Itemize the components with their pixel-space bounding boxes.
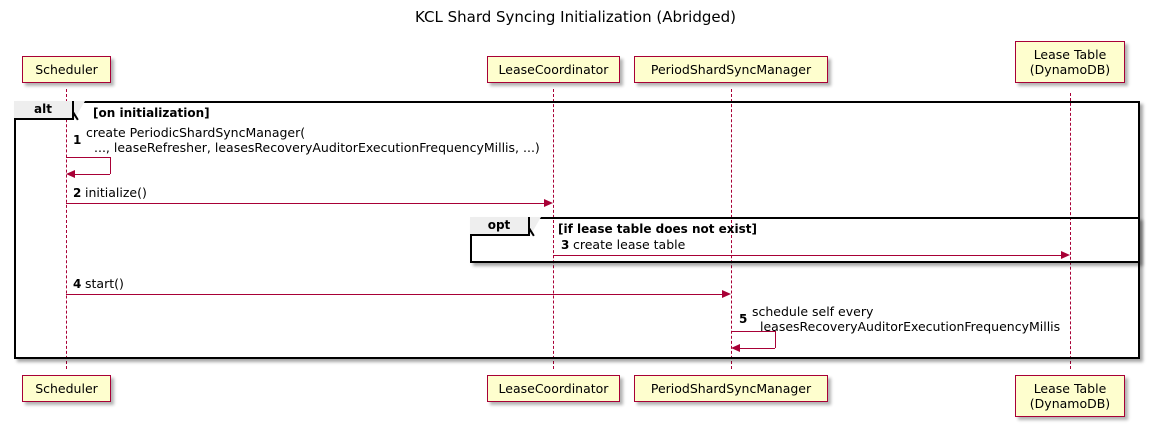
- fragment-opt-tab-notch-line: [530, 217, 543, 237]
- message-3-line: [553, 255, 1061, 256]
- participant-label: Scheduler: [35, 381, 98, 396]
- fragment-opt-condition: [if lease table does not exist]: [558, 222, 758, 236]
- fragment-alt-tab: alt: [14, 101, 74, 120]
- message-2-text: initialize(): [85, 185, 147, 200]
- participant-label: LeaseCoordinator: [498, 62, 609, 77]
- participant-scheduler-bottom[interactable]: Scheduler: [22, 375, 111, 402]
- participant-label: PeriodShardSyncManager: [650, 62, 812, 77]
- fragment-alt-keyword: alt: [34, 102, 52, 116]
- fragment-alt-tab-notch-line: [74, 101, 87, 121]
- participant-leasecoordinator-bottom[interactable]: LeaseCoordinator: [487, 375, 620, 402]
- message-5-loop-top: [731, 331, 775, 332]
- message-4-text: start(): [85, 276, 124, 291]
- participant-label-line1: Lease Table: [1033, 381, 1107, 396]
- message-1-arrowhead: [66, 170, 75, 178]
- lifeline-scheduler: [66, 89, 67, 369]
- message-2-line: [66, 203, 544, 204]
- message-1-text-line1: create PeriodicShardSyncManager(: [86, 125, 306, 140]
- message-3-text: create lease table: [573, 237, 686, 252]
- message-5-loop-right: [775, 331, 776, 348]
- fragment-opt: [470, 217, 1140, 263]
- message-5-loop-bottom: [740, 348, 775, 349]
- message-4-arrowhead: [722, 290, 731, 298]
- participant-label: PeriodShardSyncManager: [650, 381, 812, 396]
- participant-periodshardsyncmanager-top[interactable]: PeriodShardSyncManager: [634, 56, 828, 83]
- message-1-number: 1: [73, 133, 82, 147]
- message-3-arrowhead: [1061, 251, 1070, 259]
- fragment-opt-keyword: opt: [487, 218, 511, 232]
- participant-leasetable-bottom[interactable]: Lease Table (DynamoDB): [1015, 375, 1125, 417]
- participant-leasetable-top[interactable]: Lease Table (DynamoDB): [1015, 41, 1125, 83]
- participant-leasecoordinator-top[interactable]: LeaseCoordinator: [487, 56, 620, 83]
- participant-label-line1: Lease Table: [1033, 47, 1107, 62]
- message-2-number: 2: [73, 186, 82, 200]
- message-4-number: 4: [73, 277, 82, 291]
- participant-label-line2: (DynamoDB): [1029, 62, 1111, 77]
- message-4-line: [66, 294, 722, 295]
- lifeline-leasecoordinator: [553, 89, 554, 369]
- message-5-text-line2: leasesRecoveryAuditorExecutionFrequencyM…: [760, 319, 1061, 334]
- message-1-text-line2: ..., leaseRefresher, leasesRecoveryAudit…: [94, 140, 540, 155]
- participant-label-line2: (DynamoDB): [1029, 396, 1111, 411]
- message-3-number: 3: [561, 238, 570, 252]
- message-1-loop-bottom: [75, 174, 110, 175]
- participant-scheduler-top[interactable]: Scheduler: [22, 56, 111, 83]
- participant-label: LeaseCoordinator: [498, 381, 609, 396]
- message-5-text-line1: schedule self every: [752, 304, 874, 319]
- message-5-number: 5: [739, 312, 748, 326]
- participant-label: Scheduler: [35, 62, 98, 77]
- message-5-arrowhead: [731, 344, 740, 352]
- participant-periodshardsyncmanager-bottom[interactable]: PeriodShardSyncManager: [634, 375, 828, 402]
- message-1-loop-right: [110, 157, 111, 174]
- page-title: KCL Shard Syncing Initialization (Abridg…: [415, 8, 736, 26]
- lifeline-periodshardsyncmanager: [731, 89, 732, 369]
- fragment-alt-tab-notch: [74, 101, 85, 120]
- message-2-arrowhead: [544, 199, 553, 207]
- fragment-opt-tab: opt: [470, 217, 530, 236]
- lifeline-leasetable: [1070, 93, 1071, 369]
- fragment-alt-condition: [on initialization]: [93, 106, 210, 120]
- fragment-opt-tab-notch: [530, 217, 541, 236]
- message-1-loop-top: [66, 157, 110, 158]
